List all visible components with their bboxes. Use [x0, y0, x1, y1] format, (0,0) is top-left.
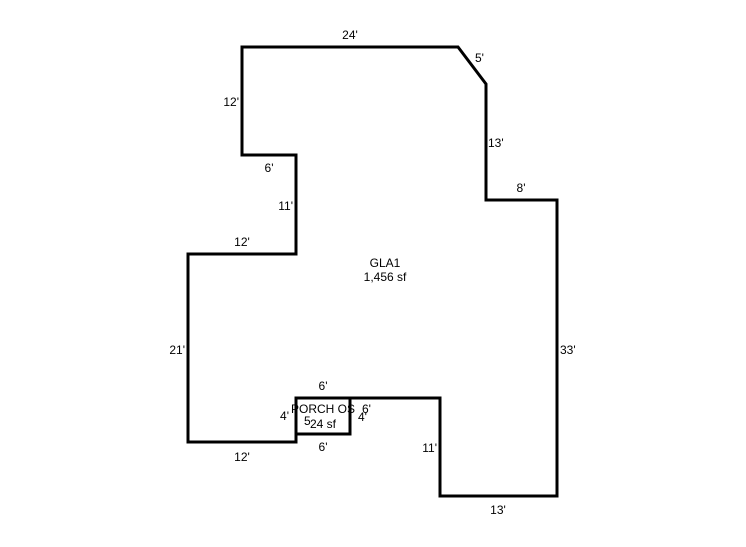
dim-porch-overlap: 6'	[362, 402, 371, 416]
dim-gla-top: 24'	[342, 28, 358, 42]
porch-area-label: 24 sf	[310, 417, 337, 431]
porch-name-label: PORCH OS	[291, 402, 355, 416]
gla-name-label: GLA1	[370, 256, 401, 270]
gla-area-label: 1,456 sf	[364, 270, 407, 284]
dim-gla-left-step-side: 11'	[278, 199, 293, 213]
dim-gla-right-step: 8'	[517, 181, 526, 195]
dim-gla-left-upper: 12'	[223, 95, 239, 109]
porch-outline	[294, 396, 352, 436]
dim-gla-bottom-left: 12'	[234, 450, 250, 464]
dim-gla-bottom-right: 13'	[490, 503, 506, 517]
dim-porch-bottom: 6'	[319, 440, 328, 454]
dim-gla-right-lower: 33'	[560, 343, 576, 357]
dim-porch-top: 6'	[319, 379, 328, 393]
porch-sub-label: 5	[304, 414, 311, 428]
dim-gla-right-upper: 13'	[488, 136, 504, 150]
dim-gla-left-step-top: 6'	[265, 161, 274, 175]
dim-porch-left: 4'	[280, 409, 289, 423]
dim-gla-left-mid-top: 12'	[234, 235, 250, 249]
dim-porch-right: 4'	[358, 410, 367, 424]
dim-gla-corner-diagonal: 5'	[475, 51, 484, 65]
dim-gla-inner-right: 11'	[422, 441, 437, 455]
dim-gla-left-side: 21'	[169, 343, 185, 357]
